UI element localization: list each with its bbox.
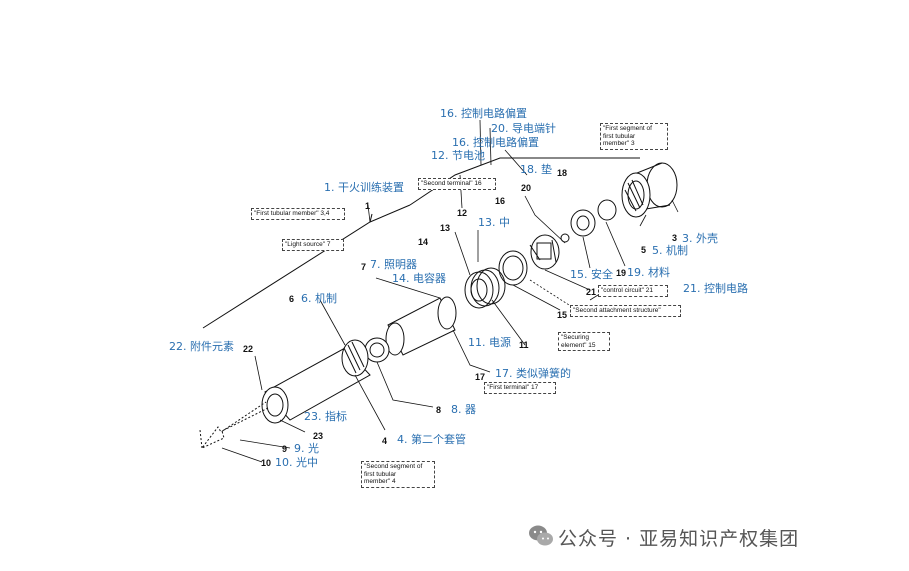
- ring-8-shape: [364, 337, 390, 363]
- label-11: 11. 电源: [468, 336, 511, 349]
- label-3: 3. 外壳: [682, 232, 718, 245]
- part-number-17: 17: [475, 372, 486, 382]
- pin-20-shape: [560, 233, 570, 243]
- coil-13-14-shape: [464, 267, 506, 309]
- label-5: 5. 机制: [652, 244, 688, 257]
- part-number-19: 19: [616, 268, 627, 278]
- box-securing: "Securing element" 15: [558, 332, 610, 351]
- part-number-3: 3: [672, 233, 678, 243]
- label-9: 9. 光: [294, 442, 319, 455]
- part-number-1: 1: [365, 201, 371, 211]
- housing-3-shape: [621, 162, 678, 218]
- label-19: 19. 材料: [627, 266, 670, 279]
- box-light-source: "Light source" 7: [282, 239, 344, 251]
- box-second-terminal: "Second terminal" 16: [418, 178, 496, 190]
- label-15: 15. 安全: [570, 268, 613, 281]
- label-14: 14. 电容器: [392, 272, 446, 285]
- label-12: 12. 节电池: [431, 149, 485, 162]
- label-23: 23. 指标: [304, 410, 347, 423]
- part-number-4: 4: [382, 436, 388, 446]
- part-number-11: 11: [519, 340, 529, 350]
- label-4: 4. 第二个套管: [397, 433, 466, 446]
- part-number-13: 13: [440, 223, 451, 233]
- pad-18-shape: [597, 199, 617, 221]
- label-13: 13. 中: [478, 216, 510, 229]
- part-number-10: 10: [261, 458, 272, 468]
- part-number-20: 20: [521, 183, 532, 193]
- label-18: 18. 垫: [520, 163, 552, 176]
- ring-19-shape: [570, 209, 596, 237]
- part-number-16: 16: [495, 196, 506, 206]
- part-number-5: 5: [641, 245, 647, 255]
- securing-15-shape: [498, 250, 528, 286]
- label-22: 22. 附件元素: [169, 340, 234, 353]
- part-number-6: 6: [289, 294, 295, 304]
- box-first-tubular: "First tubular member" 3,4: [251, 208, 345, 220]
- part-number-12: 12: [457, 208, 468, 218]
- watermark-text: 公众号 · 亚易知识产权集团: [558, 528, 800, 550]
- part-number-23: 23: [313, 431, 324, 441]
- label-8: 8. 器: [451, 403, 476, 416]
- part-number-22: 22: [243, 344, 254, 354]
- label-20: 20. 导电端针: [491, 122, 556, 135]
- part-number-14: 14: [418, 237, 429, 247]
- box-first-terminal: "First terminal" 17: [484, 382, 556, 394]
- part-number-15: 15: [557, 310, 568, 320]
- box-control-circuit: "control circuit" 21: [598, 285, 668, 297]
- light-arrow-shape: [199, 401, 269, 449]
- box-second-segment: "Second segment of first tubular member"…: [361, 461, 435, 488]
- label-16a: 16. 控制电路偏置: [440, 107, 527, 120]
- bracket-line-right: [409, 157, 640, 206]
- sleeve-4-shape: [261, 339, 371, 424]
- box-second-attachment: "Second attachment structure": [570, 305, 681, 317]
- part-number-18: 18: [557, 168, 568, 178]
- circuit-21-shape: [529, 234, 560, 270]
- label-6: 6. 机制: [301, 292, 337, 305]
- part-number-9: 9: [282, 444, 288, 454]
- label-17: 17. 类似弹簧的: [495, 367, 571, 380]
- label-21: 21. 控制电路: [683, 282, 748, 295]
- part-number-21: 21: [586, 287, 597, 297]
- part-number-7: 7: [361, 262, 367, 272]
- label-1: 1. 干火训练装置: [324, 181, 404, 194]
- box-first-segment: "First segment of first tubular member" …: [600, 123, 668, 150]
- part-number-8: 8: [436, 405, 442, 415]
- illuminator-7-shape: [385, 296, 457, 356]
- label-7: 7. 照明器: [370, 258, 417, 271]
- label-16b: 16. 控制电路偏置: [452, 136, 539, 149]
- wechat-icon: [529, 525, 553, 546]
- label-10: 10. 光中: [275, 456, 318, 469]
